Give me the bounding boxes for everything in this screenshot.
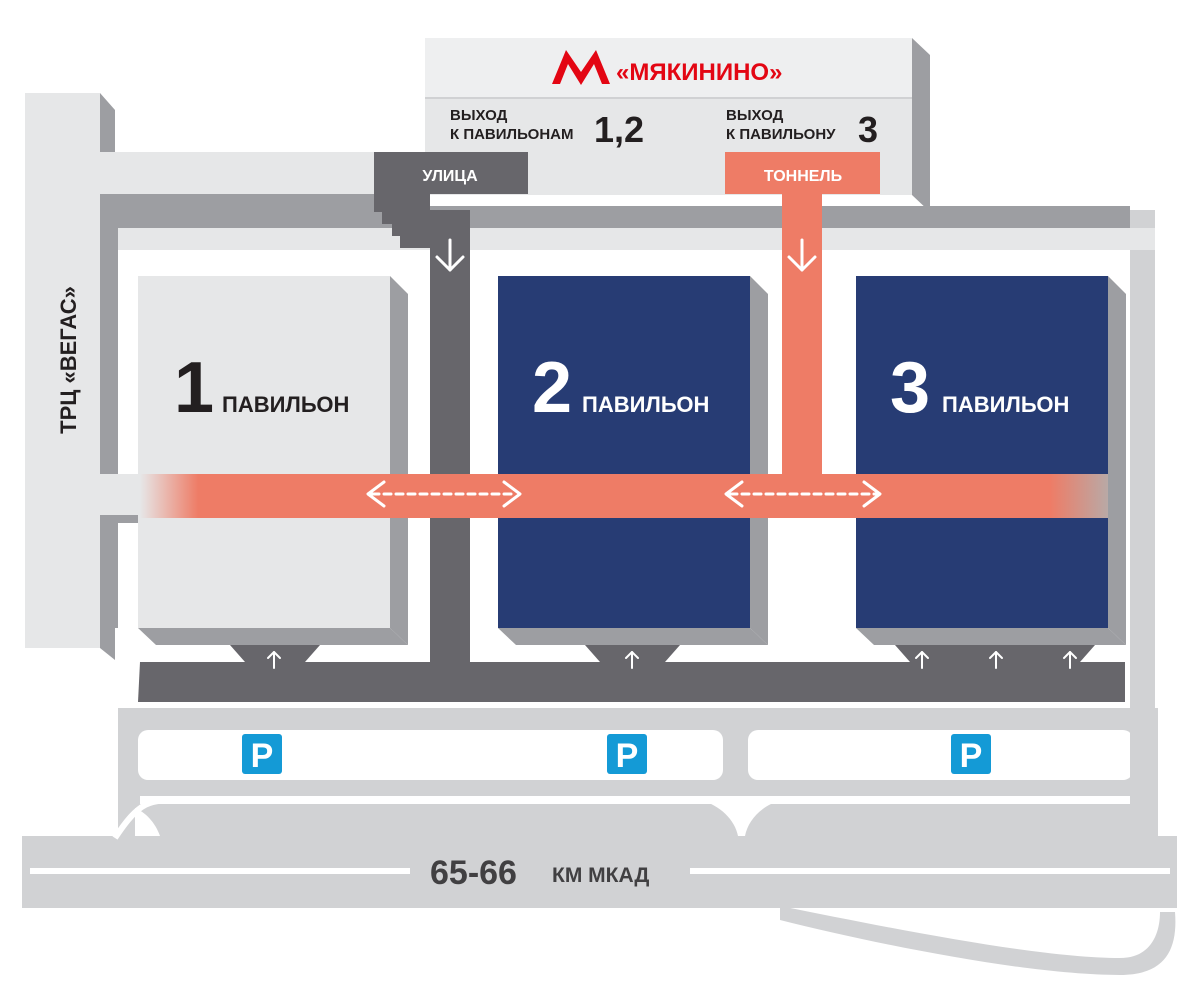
parking-island-left xyxy=(138,730,723,780)
pavilion-3-label: ПАВИЛЬОН xyxy=(942,392,1069,417)
pavilion-1-label: ПАВИЛЬОН xyxy=(222,392,349,417)
tunnel-horizontal xyxy=(140,474,1108,518)
road-network xyxy=(22,210,1177,975)
exit-ramp xyxy=(780,906,1176,975)
road-name: КМ МКАД xyxy=(552,864,649,887)
parking-icon: P xyxy=(607,734,647,775)
pavilion-2-label: ПАВИЛЬОН xyxy=(582,392,709,417)
double-arrow-icon xyxy=(366,480,522,508)
arrow-up-icon xyxy=(267,651,281,669)
exit-left-number: 1,2 xyxy=(594,109,644,150)
parking-1-symbol: P xyxy=(251,737,274,775)
metro-logo-icon xyxy=(552,50,610,85)
arrow-up-icon xyxy=(625,651,639,669)
street-path xyxy=(138,152,1125,702)
tunnel-path xyxy=(140,152,1108,518)
pavilion-3-number: 3 xyxy=(890,348,930,428)
right-side-road xyxy=(1130,210,1155,840)
parking-2-symbol: P xyxy=(616,737,639,775)
arrow-up-icon xyxy=(1063,651,1077,669)
street-front xyxy=(138,662,1125,702)
pavilion-2 xyxy=(498,276,768,662)
double-arrow-icon xyxy=(724,480,882,508)
tunnel-label-box xyxy=(725,152,880,194)
parking-3-symbol: P xyxy=(960,737,983,775)
exit-left-line2: К ПАВИЛЬОНАМ xyxy=(450,126,574,143)
tunnel-vertical xyxy=(782,194,822,480)
arrow-up-icon xyxy=(989,651,1003,669)
arrow-down-icon xyxy=(787,238,817,272)
metro-station-name: «МЯКИНИНО» xyxy=(616,59,782,86)
road-km: 65-66 xyxy=(430,854,517,892)
arrow-down-icon xyxy=(435,238,465,272)
exit-right-line2: К ПАВИЛЬОНУ xyxy=(726,126,836,143)
exit-left-line1: ВЫХОД xyxy=(450,107,508,124)
tunnel-label: ТОННЕЛЬ xyxy=(764,168,842,185)
street-label: УЛИЦА xyxy=(422,168,478,185)
pavilion-1 xyxy=(138,276,408,662)
exit-right-line1: ВЫХОД xyxy=(726,107,784,124)
arrow-up-icon xyxy=(915,651,929,669)
mall-building xyxy=(25,93,100,648)
site-frame xyxy=(25,93,1155,660)
pavilion-2-number: 2 xyxy=(532,348,572,428)
parking-icon: P xyxy=(242,734,282,775)
street-label-box xyxy=(374,152,528,194)
street-vertical xyxy=(430,210,470,665)
exit-right-number: 3 xyxy=(858,109,878,150)
parking-island-right xyxy=(748,730,1133,780)
pavilion-3 xyxy=(856,276,1126,662)
pavilion-1-number: 1 xyxy=(174,348,214,428)
parking-icon: P xyxy=(951,734,991,775)
mall-label: ТРЦ «ВЕГАС» xyxy=(56,286,81,434)
